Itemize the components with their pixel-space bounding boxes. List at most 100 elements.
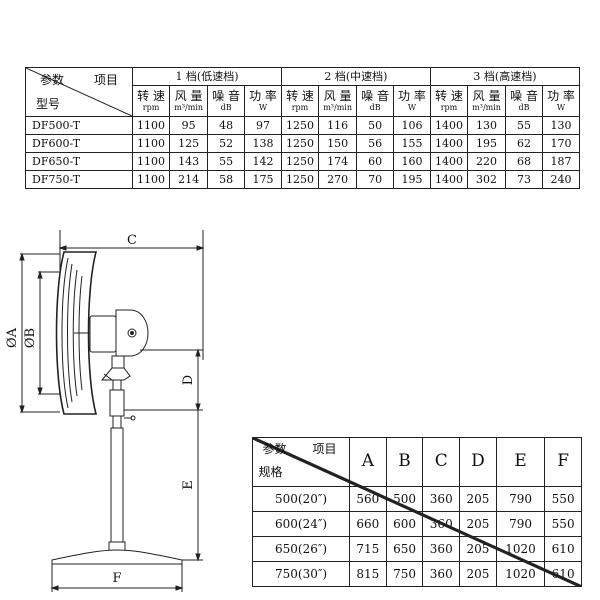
dim-f-arrow-left [50, 585, 59, 591]
corner-diagonal [26, 68, 132, 116]
value-cell: 55 [505, 116, 543, 135]
label-f: F [112, 571, 121, 586]
subheader-unit: rpm [440, 102, 458, 112]
value-cell: 1100 [131, 116, 171, 135]
label-e: E [181, 480, 196, 490]
dims-value-cell: 790 [495, 511, 546, 537]
value-cell: 170 [541, 134, 581, 153]
value-cell: 150 [318, 134, 358, 153]
value-cell: 52 [207, 134, 246, 153]
spec-cell: 650(26″) [252, 536, 350, 562]
fan-drawing: C ØA ØB D E F [5, 230, 205, 592]
value-cell: 130 [466, 116, 507, 135]
subheader-name: 转 速 [286, 89, 314, 103]
model-cell: DF650-T [25, 152, 133, 171]
value-cell: 155 [393, 134, 431, 153]
value-cell: 1250 [280, 134, 320, 153]
value-cell: 55 [207, 152, 246, 171]
model-cell: DF500-T [25, 116, 133, 135]
subheader-unit: W [407, 102, 417, 112]
dims-corner-cell: 参数 项目 规格 [252, 437, 582, 587]
fan-guard-rim-inner [61, 257, 69, 409]
subheader-unit: dB [220, 102, 232, 112]
value-cell: 138 [244, 134, 282, 153]
corner-model-label: 型号 [36, 97, 61, 111]
value-cell: 50 [356, 116, 395, 135]
value-cell: 48 [207, 116, 246, 135]
dims-corner-item-label: 项目 [312, 441, 337, 456]
subheader-name: 噪 音 [361, 89, 389, 103]
model-cell: DF600-T [25, 134, 133, 153]
value-cell: 1250 [280, 116, 320, 135]
label-c: C [127, 233, 137, 248]
dims-value-cell: 650 [385, 536, 424, 562]
subheader-name: 噪 音 [212, 89, 241, 103]
dims-value-cell: 1020 [495, 561, 546, 587]
label-d: D [181, 375, 196, 385]
value-cell: 70 [356, 170, 395, 189]
dims-column-header: C [422, 437, 461, 487]
subheader-name: 转 速 [435, 89, 463, 103]
dim-a-arrow-bottom [19, 405, 25, 414]
subheader-unit: m³/min [472, 102, 501, 112]
subheader-unit: W [556, 102, 566, 112]
value-cell: 270 [318, 170, 358, 189]
value-cell: 130 [541, 116, 581, 135]
dim-d-arrow-bottom [195, 403, 201, 412]
yoke-bracket [111, 355, 125, 369]
subheader-name: 风 量 [323, 89, 352, 103]
value-cell: 1400 [429, 116, 469, 135]
dims-column-header: F [544, 437, 582, 487]
value-cell: 1100 [131, 170, 171, 189]
dims-corner-spec-label: 规格 [258, 464, 283, 479]
spec-cell: 600(24″) [252, 511, 350, 537]
dims-value-cell: 205 [459, 561, 497, 587]
corner-cell: 参数 项目 型号 [25, 67, 133, 117]
motor-neck [89, 315, 117, 353]
subheader-unit: m³/min [323, 102, 352, 112]
height-knob-head [130, 415, 136, 421]
dims-value-cell: 610 [544, 536, 582, 562]
value-cell: 195 [466, 134, 507, 153]
subheader-unit: dB [369, 102, 381, 112]
dims-value-cell: 360 [422, 536, 461, 562]
value-cell: 116 [318, 116, 358, 135]
value-cell: 73 [505, 170, 543, 189]
value-cell: 60 [356, 152, 395, 171]
dims-value-cell: 610 [544, 561, 582, 587]
dims-value-cell: 750 [385, 561, 424, 587]
dims-column-header: B [385, 437, 424, 487]
corner-param-label: 参数 [40, 73, 65, 87]
subheader-unit: rpm [291, 102, 309, 112]
subheader-name: 风 量 [472, 89, 501, 103]
subheader-unit: W [258, 102, 268, 112]
value-cell: 1400 [429, 170, 469, 189]
value-cell: 1400 [429, 134, 469, 153]
pole-clamp [109, 389, 125, 417]
subheader-unit: rpm [142, 102, 160, 112]
dim-f-arrow-right [175, 585, 184, 591]
label-b: ØB [23, 328, 38, 348]
subheader-name: 转 速 [137, 89, 165, 103]
dims-value-cell: 815 [349, 561, 387, 587]
tilt-lever [103, 373, 113, 381]
subheader-unit: dB [518, 102, 530, 112]
dim-b-arrow-top [37, 270, 43, 279]
value-cell: 214 [169, 170, 209, 189]
spec-cell: 500(20″) [252, 486, 350, 512]
subheader-unit: m³/min [174, 102, 204, 112]
fan-guard-wire-2 [72, 269, 78, 397]
